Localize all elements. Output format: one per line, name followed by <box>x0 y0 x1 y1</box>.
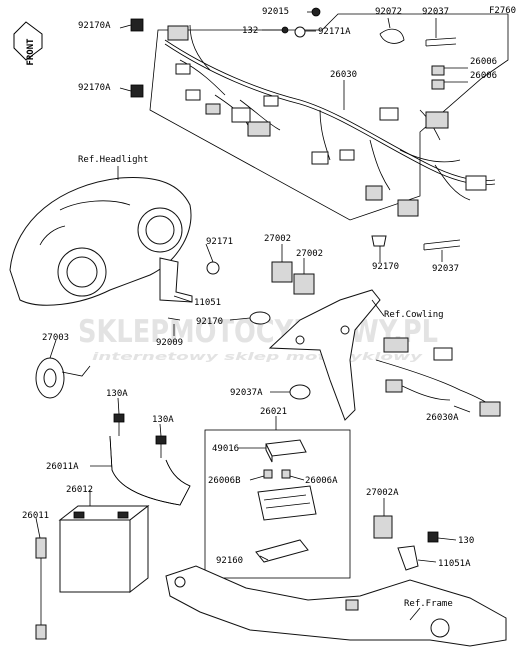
clip-92072-icon <box>379 28 405 44</box>
label-26030A: 26030A <box>426 413 459 423</box>
fuse-26006B-icon <box>263 469 273 479</box>
clamp-92037A-icon <box>289 384 311 400</box>
label-26030: 26030 <box>330 70 357 80</box>
label-92170-b: 92170 <box>196 317 223 327</box>
fusebox-group-26021 <box>204 429 351 579</box>
cable-26011A <box>109 435 191 506</box>
bracket-11051A <box>397 545 419 571</box>
label-92072: 92072 <box>375 7 402 17</box>
label-ref-frame: Ref.Frame <box>404 599 453 609</box>
relay-27002-b <box>293 273 315 295</box>
clamp-92171A-icon <box>281 26 306 38</box>
label-26021: 26021 <box>260 407 287 417</box>
label-132: 132 <box>242 26 258 36</box>
bolt-130A-2-icon <box>155 435 167 458</box>
figure-code: F2760 <box>489 6 516 16</box>
cable-26011 <box>35 537 47 640</box>
relay-27002A <box>373 515 393 539</box>
label-49016: 49016 <box>212 444 239 454</box>
bracket-92037-top-icon <box>425 37 457 47</box>
bolt-92015-icon <box>311 7 321 17</box>
sub-harness-26030A <box>375 337 501 417</box>
label-92037A: 92037A <box>230 388 263 398</box>
label-26006-2: 26006 <box>470 71 497 81</box>
front-arrow-icon: FRONT <box>13 21 43 66</box>
label-92015: 92015 <box>262 7 289 17</box>
clamp-92170-icon <box>371 235 387 247</box>
label-26011A: 26011A <box>46 462 79 472</box>
battery-26012 <box>58 504 150 594</box>
bolt-130-icon <box>427 531 439 543</box>
label-130A-1: 130A <box>106 389 128 399</box>
clamp-92171-icon <box>206 261 220 275</box>
main-harness <box>149 13 509 221</box>
label-26006A: 26006A <box>305 476 338 486</box>
horn-27003 <box>35 357 91 399</box>
label-92171: 92171 <box>206 237 233 247</box>
cowling-stay <box>268 289 381 421</box>
watermark-sub: internetowy sklep motocyklowy <box>92 350 423 363</box>
label-ref-cowling: Ref.Cowling <box>384 310 444 320</box>
label-26012: 26012 <box>66 485 93 495</box>
screw-92009-icon <box>167 317 181 321</box>
label-27003: 27003 <box>42 333 69 343</box>
label-92170A-2: 92170A <box>78 83 111 93</box>
front-label: FRONT <box>26 38 36 66</box>
headlight-assembly <box>9 176 192 306</box>
bracket-92037-mid-icon <box>423 239 461 251</box>
bolt-130A-1-icon <box>113 413 125 436</box>
label-26011: 26011 <box>22 511 49 521</box>
callout-labels: 92015 92072 92037 92170A 132 92171A 9217… <box>22 7 497 609</box>
label-92009: 92009 <box>156 338 183 348</box>
label-26006B: 26006B <box>208 476 241 486</box>
label-92160: 92160 <box>216 556 243 566</box>
leader-lines <box>35 11 471 621</box>
headlight-bracket-11051 <box>159 257 193 303</box>
label-92170: 92170 <box>372 262 399 272</box>
fuse-26006A-icon <box>281 469 291 479</box>
clamp-92170-b-icon <box>249 311 271 325</box>
fusebox-cover-49016 <box>265 439 307 463</box>
label-ref-headlight: Ref.Headlight <box>78 155 148 165</box>
label-27002A: 27002A <box>366 488 399 498</box>
frame <box>165 565 507 647</box>
label-27002-2: 27002 <box>296 249 323 259</box>
label-92037-mid: 92037 <box>432 264 459 274</box>
fusebox-pad-92160 <box>255 539 309 563</box>
clamp-92170A-top <box>130 18 144 32</box>
fusebox-body <box>257 485 317 521</box>
label-92170A-1: 92170A <box>78 21 111 31</box>
label-11051A: 11051A <box>438 559 471 569</box>
label-130: 130 <box>458 536 474 546</box>
label-11051: 11051 <box>194 298 221 308</box>
label-92171A: 92171A <box>318 27 351 37</box>
label-26006-1: 26006 <box>470 57 497 67</box>
label-130A-2: 130A <box>152 415 174 425</box>
relay-27002-a <box>271 261 293 283</box>
label-27002-1: 27002 <box>264 234 291 244</box>
clamp-92170A-mid <box>130 84 144 98</box>
label-92037-top: 92037 <box>422 7 449 17</box>
